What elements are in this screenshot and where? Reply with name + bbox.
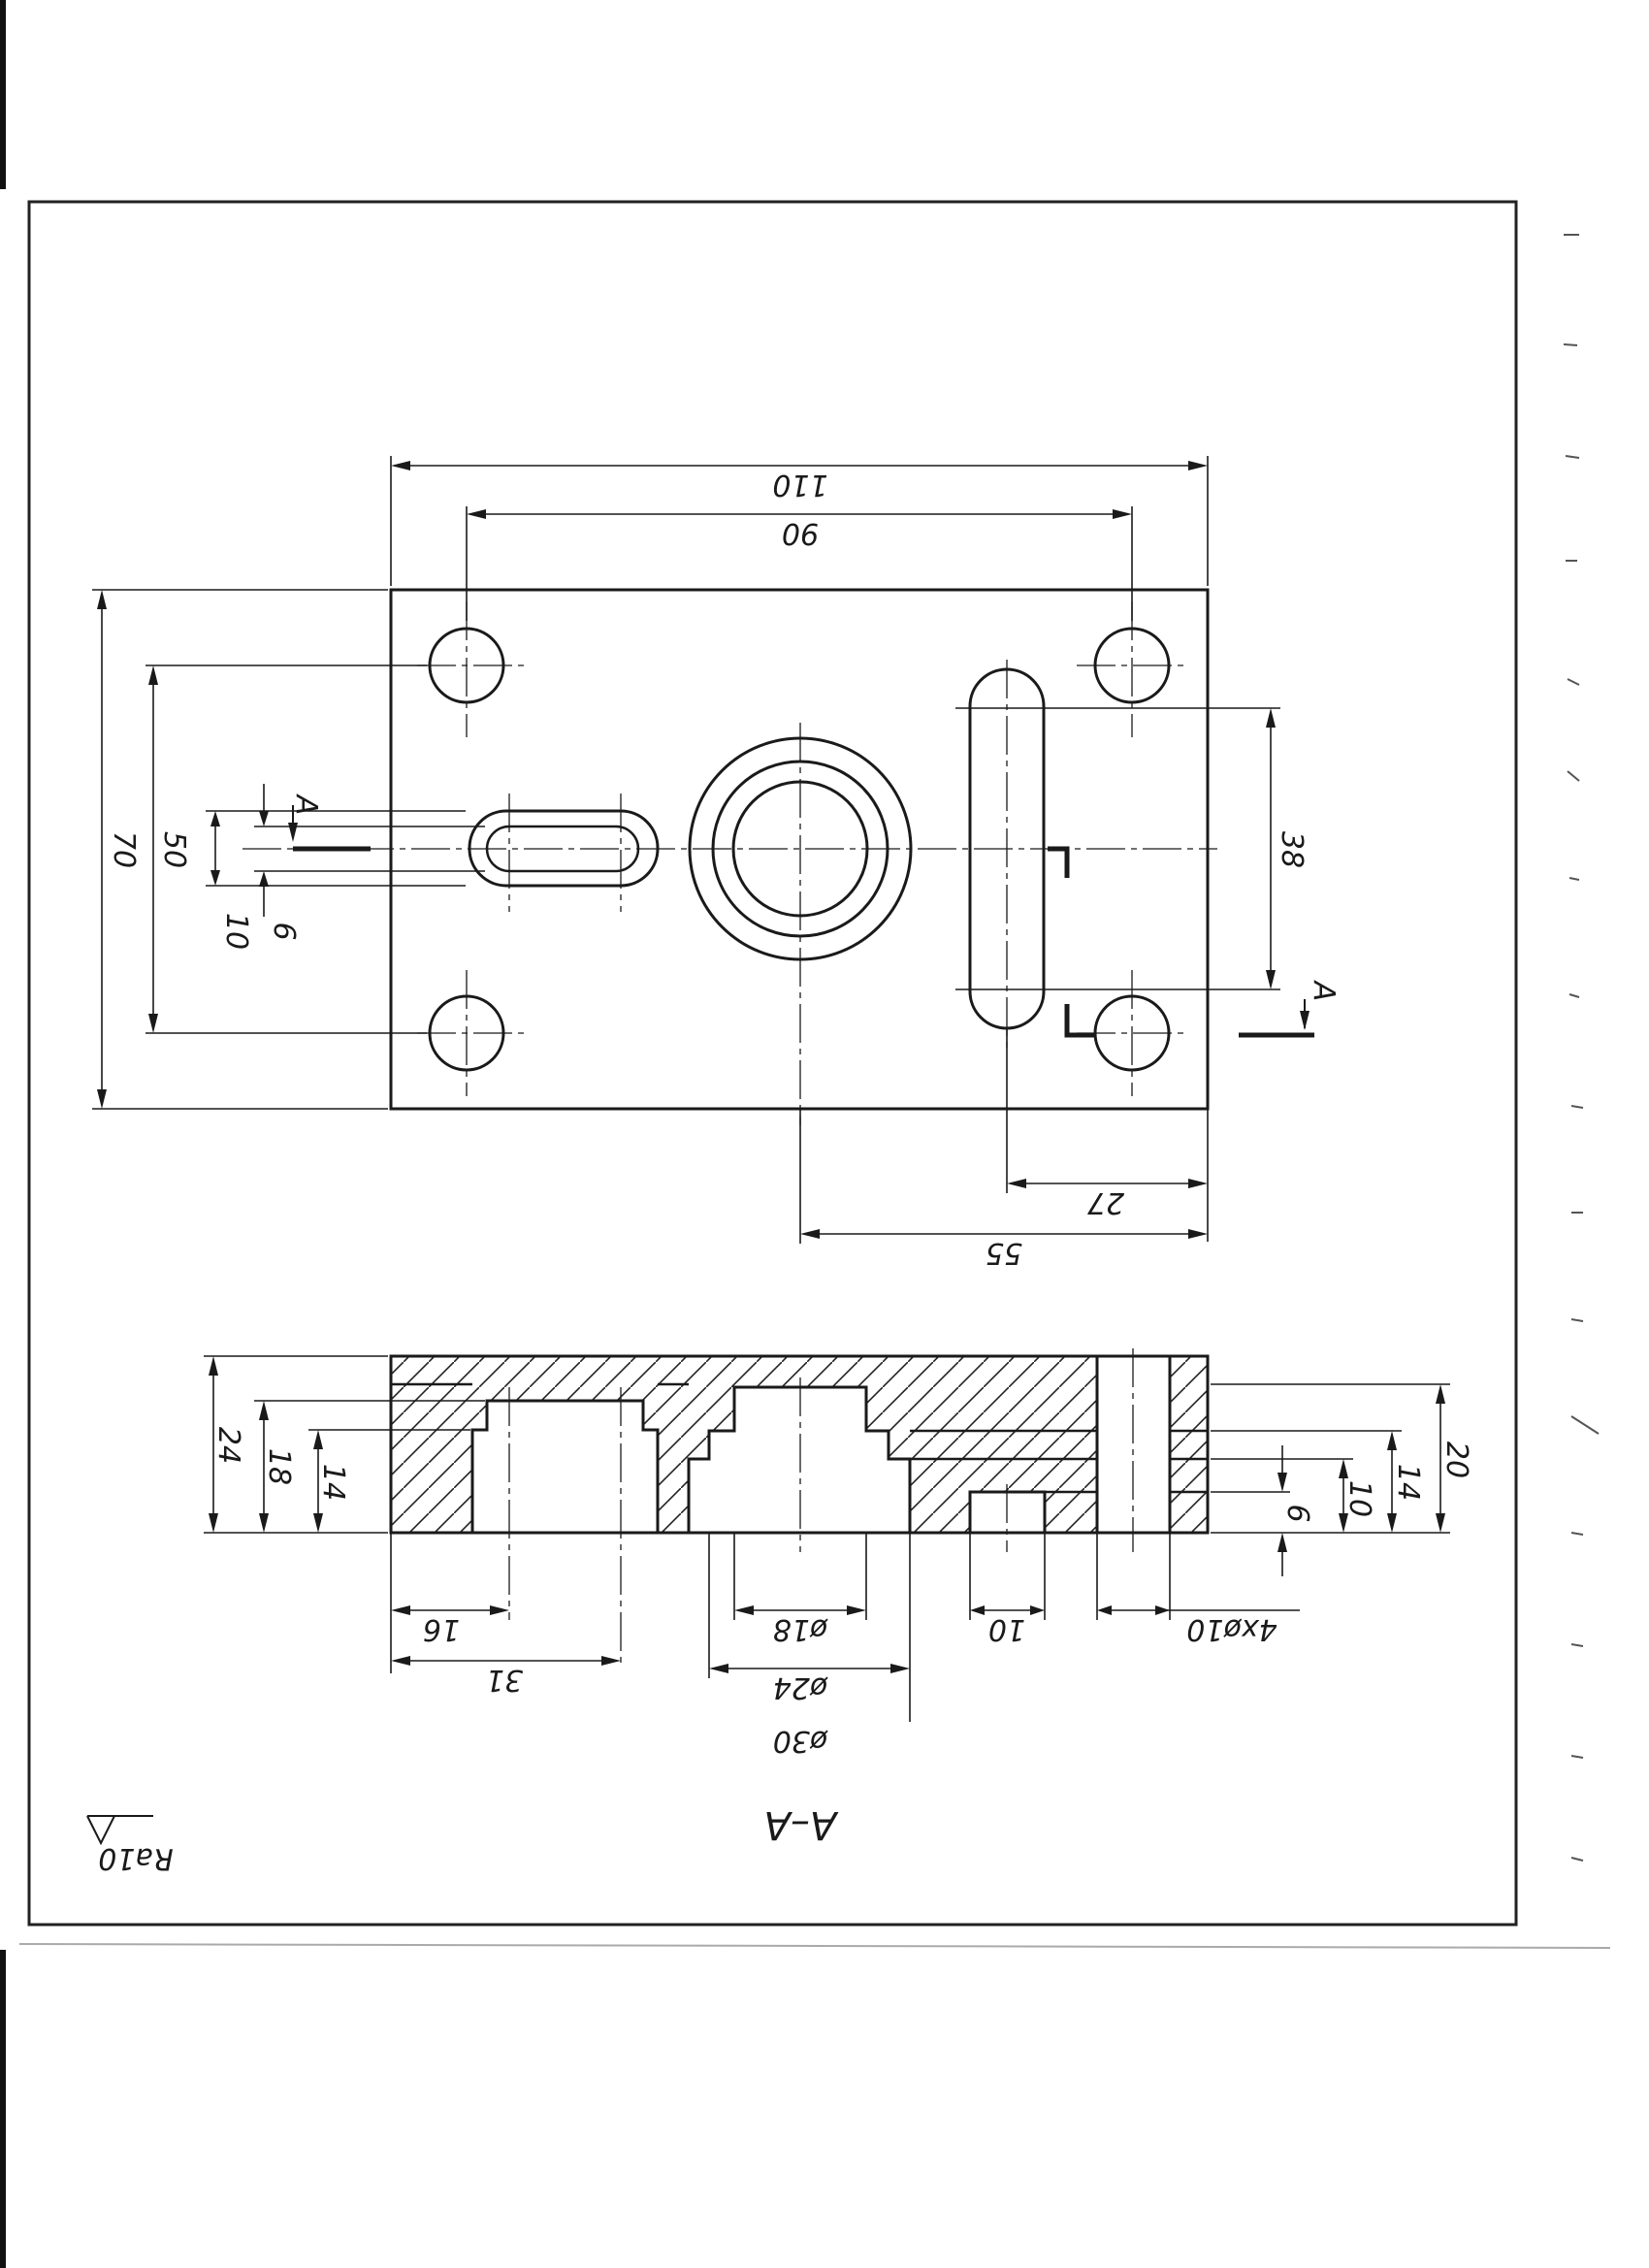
section-dimension-labels: 24 18 14 20 14 10 6 16 31 ø18 ø24 ø30 10…	[211, 1427, 1473, 1847]
dim-70: 70	[107, 831, 141, 868]
dim-dia-30: ø30	[773, 1724, 829, 1758]
margin-ticks	[1563, 234, 1600, 1862]
dim-27: 27	[1087, 1185, 1124, 1219]
dim-90: 90	[782, 516, 819, 550]
dim-10-width: 10	[988, 1612, 1025, 1646]
dim-10: 10	[219, 913, 253, 950]
dim-18: 18	[262, 1448, 296, 1485]
dim-24: 24	[211, 1427, 245, 1464]
dim-6: 6	[267, 922, 301, 940]
section-view	[204, 1348, 1450, 1722]
dim-dia-18: ø18	[773, 1612, 829, 1646]
plan-view	[92, 456, 1314, 1244]
dim-dia-24: ø24	[773, 1670, 829, 1704]
dim-31: 31	[486, 1663, 523, 1697]
dim-20: 20	[1439, 1442, 1473, 1478]
dim-6-height: 6	[1280, 1504, 1314, 1522]
dim-14-left: 14	[316, 1464, 350, 1501]
section-cut-mark	[1048, 846, 1070, 878]
dim-50: 50	[157, 831, 191, 868]
left-cavity	[470, 1399, 660, 1535]
roughness-label: Ra10	[98, 1841, 173, 1875]
scan-edge-bars	[0, 0, 1611, 2268]
section-marker-label: A	[289, 794, 323, 816]
section-marker-label: A	[1307, 980, 1341, 1002]
dim-55: 55	[986, 1236, 1022, 1270]
dim-110: 110	[772, 468, 827, 502]
plan-dimension-labels: 110 90 70 50 10 6 38 27 55 A A	[107, 468, 1341, 1270]
dim-16: 16	[423, 1612, 460, 1646]
dim-holes: 4xø10	[1186, 1612, 1277, 1646]
section-title: A–A	[764, 1802, 840, 1847]
dim-14-right: 14	[1391, 1464, 1425, 1501]
section-cut-mark	[1064, 1004, 1096, 1038]
dim-38: 38	[1275, 831, 1309, 868]
dim-10-height: 10	[1342, 1480, 1376, 1517]
roughness-symbol: Ra10	[86, 1815, 174, 1875]
drawing-frame	[27, 200, 1518, 1927]
